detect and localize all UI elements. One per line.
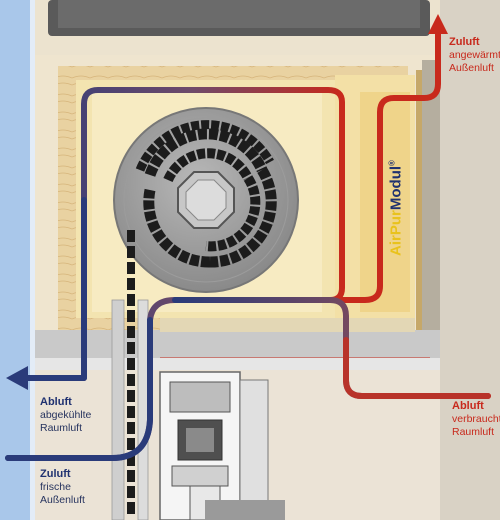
label-abluft-cooled-title: Abluft [40, 396, 72, 408]
bottom-plate [35, 330, 440, 358]
bottom-plate-inner [160, 318, 415, 332]
label-abluft-used-line2: Raumluft [452, 426, 495, 438]
arrow-left-icon [6, 366, 28, 390]
outer-wall-edge [30, 0, 35, 520]
roller-shaft-core [185, 179, 227, 221]
label-zuluft-warm-line1: angewärmte [449, 49, 500, 61]
slat-chain [127, 230, 135, 514]
label-zuluft-fresh-title: Zuluft [40, 468, 71, 480]
label-abluft-cooled-line1: abgekühlte [40, 409, 92, 421]
brand-air: Air [387, 235, 405, 256]
brand-pur: Pur [387, 210, 405, 236]
roller-drum-ring [123, 117, 289, 283]
warm-airflow-path [339, 31, 441, 303]
arrow-up-icon [428, 14, 448, 34]
airpur-modul-logo: AirPurModul® [388, 160, 405, 256]
brand-trademark: ® [387, 160, 397, 166]
guide-rail-inner [137, 299, 149, 520]
wall-below [35, 358, 440, 370]
label-zuluft-warm-line2: Außenluft [449, 62, 494, 74]
label-abluft-cooled: Abluft abgekühlte Raumluft [40, 396, 91, 435]
rolled-slats [135, 120, 277, 268]
label-abluft-used-line1: verbrauchte [452, 413, 500, 425]
label-zuluft-fresh-line2: Außenluft [40, 494, 85, 506]
window-frame-profile [159, 371, 285, 520]
module-rail [416, 70, 426, 330]
airpur-module-duct [360, 92, 410, 312]
inner-wall [440, 0, 500, 520]
label-abluft-cooled-line2: Raumluft [40, 422, 83, 434]
label-abluft-used: Abluft verbrauchte Raumluft [452, 400, 500, 439]
abluft-left-path [25, 197, 87, 381]
label-zuluft-warm-title: Zuluft [449, 36, 480, 48]
label-zuluft-warm: Zuluft angewärmte Außenluft [449, 36, 500, 75]
label-abluft-used-title: Abluft [452, 400, 484, 412]
lintel-concrete-inner [58, 0, 420, 28]
label-zuluft-fresh: Zuluft frische Außenluft [40, 468, 85, 507]
outer-wall [0, 0, 30, 520]
label-zuluft-fresh-line1: frische [40, 481, 71, 493]
brand-modul: Modul [387, 165, 405, 211]
zuluft-bottom-path [5, 317, 153, 461]
guide-rail [111, 299, 125, 520]
side-plate [422, 60, 440, 360]
